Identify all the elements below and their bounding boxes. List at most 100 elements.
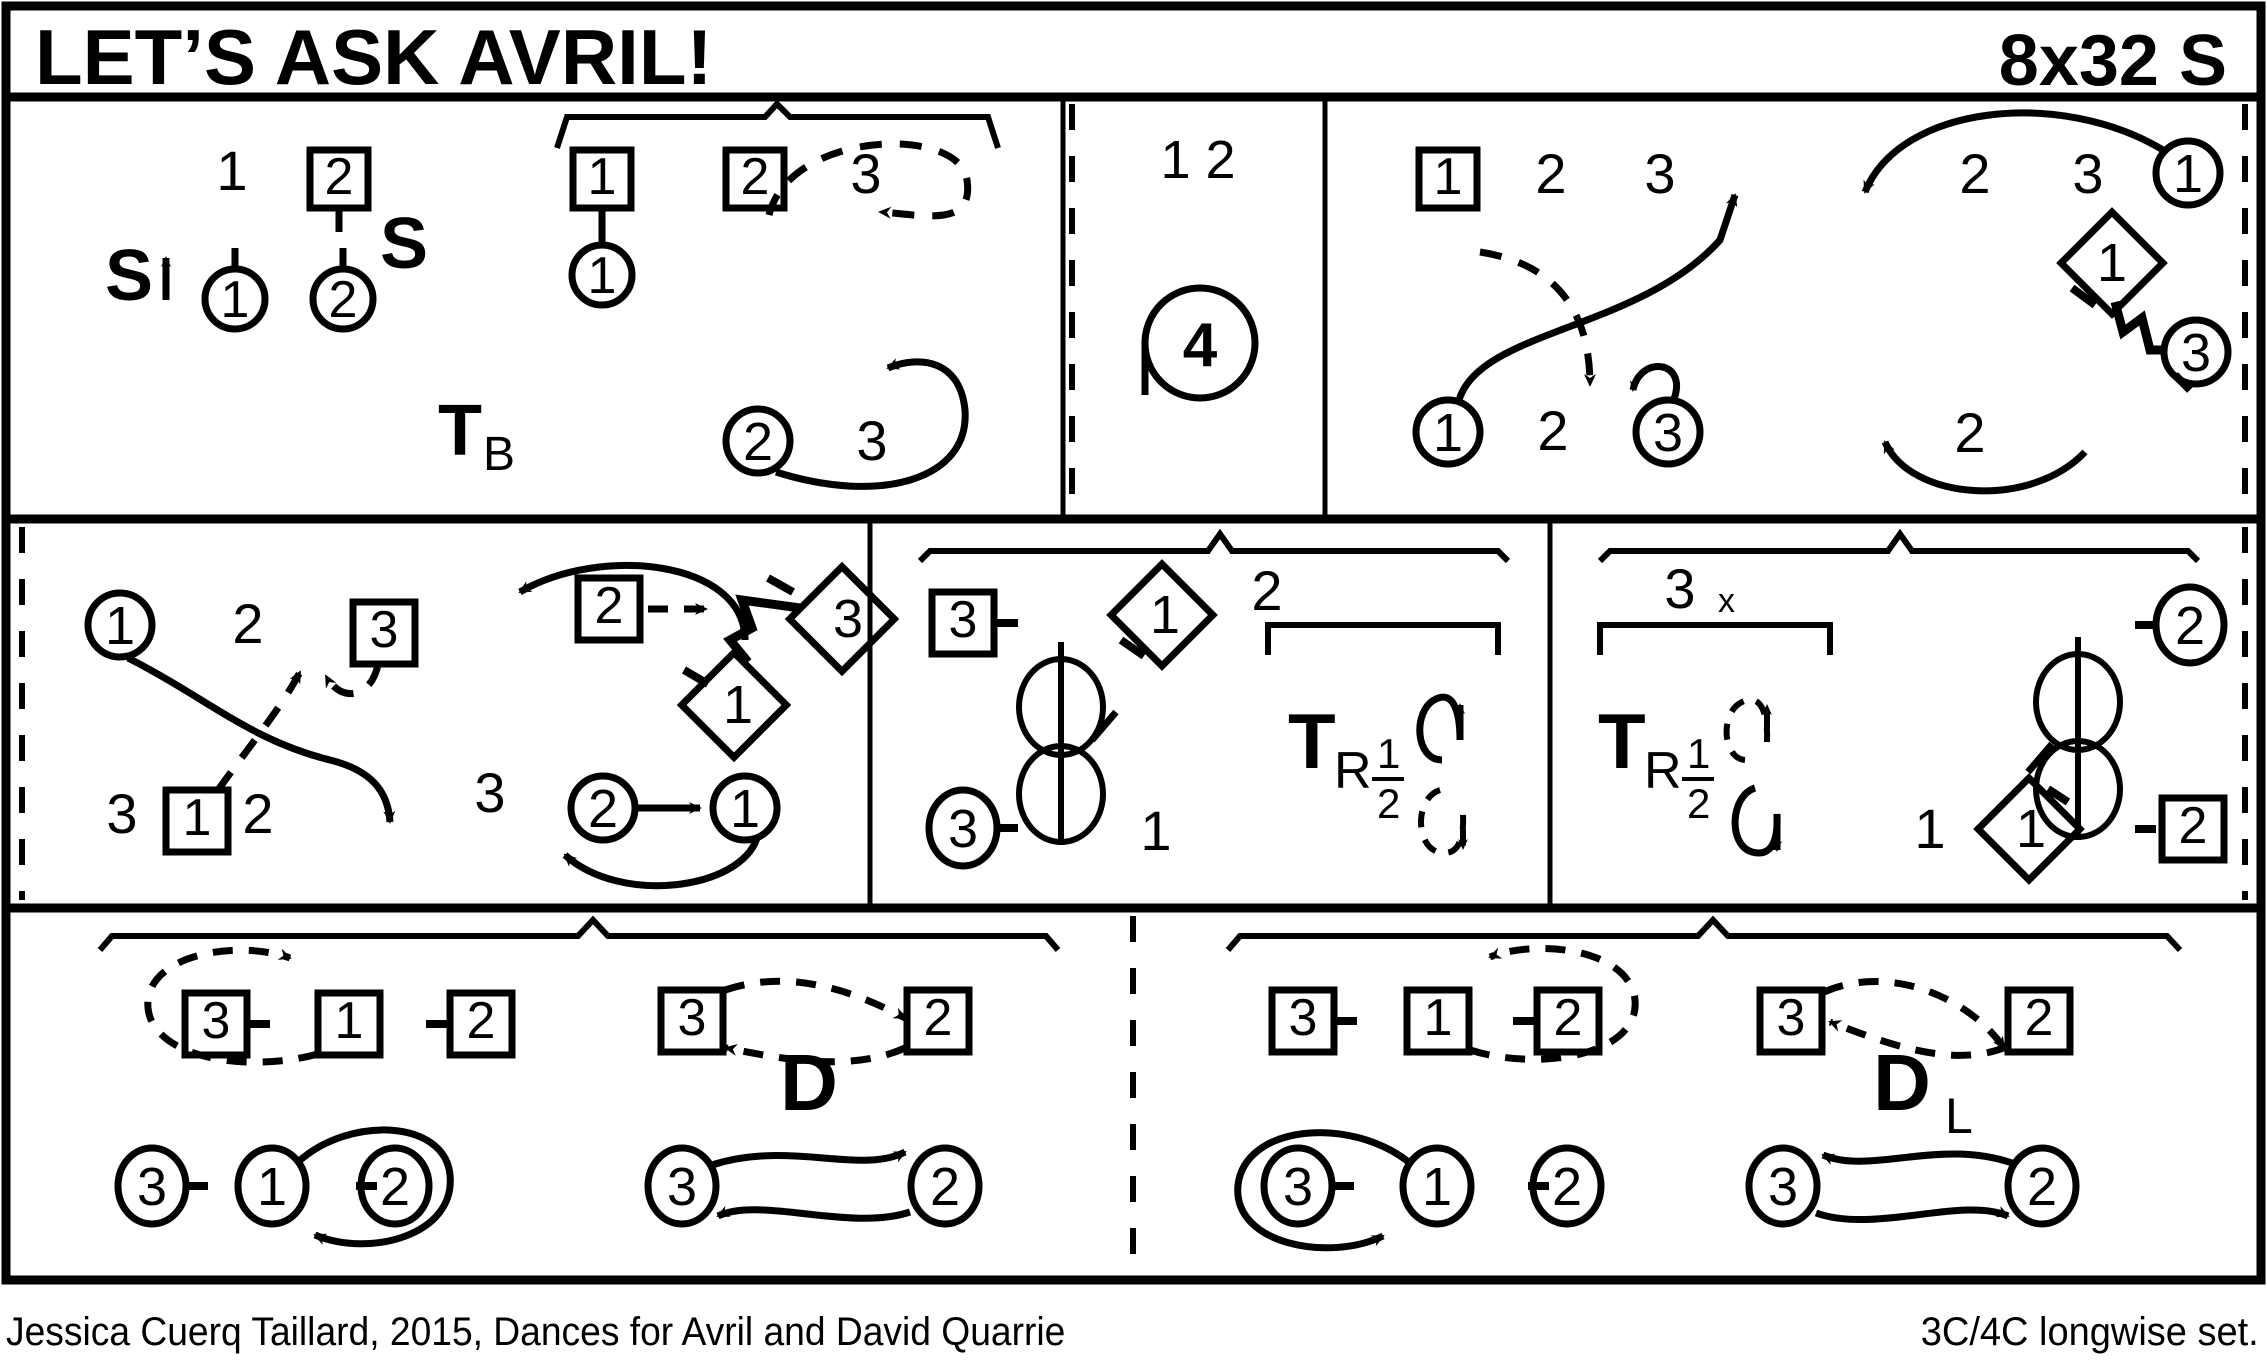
token-man-1-square: 1: [314, 989, 384, 1059]
svg-text:2: 2: [2025, 989, 2054, 1047]
token-3-circle: 3: [2160, 316, 2232, 393]
r3-panel-b-left: 3 1 2 3 1: [1234, 944, 1639, 1252]
solid-path-arrow-icon: [1416, 693, 1465, 764]
figure-eight-icon: [2025, 637, 2123, 840]
sub-bracket-label: 3: [1664, 557, 1695, 620]
svg-text:3: 3: [2181, 323, 2211, 383]
turn-label: T: [1288, 697, 1336, 785]
token-woman-1-plain: 1: [1140, 799, 1171, 862]
svg-text:1: 1: [1422, 1157, 1452, 1217]
svg-text:3: 3: [1653, 403, 1683, 463]
r2-panel-d: 3 x T R 1 2 1 1: [1597, 528, 2228, 885]
token-man-2-square: 2: [1513, 986, 1603, 1056]
svg-text:1: 1: [723, 675, 753, 735]
turn-frac-den: 2: [1377, 780, 1400, 827]
token-woman-2-circle: 2: [1528, 1144, 1605, 1228]
dashed-path-arrow-icon: [1723, 696, 1772, 763]
token-woman-1-circle: 1: [568, 232, 636, 309]
bars-label: 1 2: [1160, 130, 1235, 190]
token-man-3-plain: 3: [2072, 142, 2103, 205]
token-woman-1-circle: 1: [234, 1144, 310, 1228]
set-label-left: S: [105, 236, 153, 316]
token-woman-1-circle: 1: [709, 772, 781, 844]
solid-path-arrow-icon: [518, 561, 749, 641]
token-woman-3-circle: 3: [114, 1144, 208, 1228]
token-man-3-plain: 3: [106, 782, 137, 845]
r3-panel-a-left: 3 1 2 3 1: [114, 946, 516, 1248]
hand-link-icon: [2110, 300, 2167, 355]
token-woman-3-circle: 3: [925, 786, 1018, 870]
token-woman-2-plain: 2: [1537, 399, 1568, 462]
figure-eight-icon: [1016, 642, 1119, 845]
set-line: 3C/4C longwise set.: [1921, 1310, 2259, 1354]
dashed-path-arrow-icon: [1468, 944, 1639, 1063]
r3-bracket-left: [97, 915, 1061, 952]
svg-text:1: 1: [183, 789, 212, 847]
r1-panel-a: 1 2 1 2 S S: [105, 139, 428, 333]
token-woman-3-square: 3: [349, 598, 419, 668]
token-1-diamond: 1: [1106, 559, 1218, 671]
credit-line: Jessica Cuerq Taillard, 2015, Dances for…: [6, 1310, 1066, 1354]
figure-label: D: [780, 1038, 838, 1127]
token-man-1-square: 1: [162, 786, 232, 856]
svg-text:3: 3: [1289, 989, 1318, 1047]
r1-panel-e: 2 3 1 2 1 3: [1861, 109, 2232, 495]
figure-sublabel: L: [1945, 1088, 1973, 1144]
token-man-2-square: 2: [2135, 794, 2228, 864]
svg-text:3: 3: [833, 589, 863, 649]
sub-bracket-icon: [1597, 622, 1833, 655]
turn-frac-num: 1: [1377, 730, 1400, 777]
token-man-2-square: 2: [2004, 986, 2074, 1056]
token-man-1-plain: 1: [216, 139, 247, 202]
svg-text:2: 2: [380, 1157, 410, 1217]
turn-sublabel: B: [483, 428, 515, 481]
token-woman-2-plain: 2: [232, 592, 263, 655]
svg-text:2: 2: [595, 577, 624, 635]
token-woman-3-circle: 3: [1632, 396, 1704, 468]
svg-text:1: 1: [257, 1157, 287, 1217]
svg-text:2: 2: [930, 1157, 960, 1217]
svg-text:1: 1: [1424, 989, 1453, 1047]
token-woman-1-circle: 1: [1399, 1144, 1475, 1228]
token-woman-2-circle: 2: [309, 248, 377, 333]
dashed-path-arrow-icon: [215, 664, 382, 793]
svg-text:2: 2: [2175, 596, 2205, 656]
solid-path-arrow-icon: [1455, 193, 1739, 402]
svg-text:1: 1: [1433, 403, 1463, 463]
frame-borders: [1, 1, 2266, 1285]
svg-text:1: 1: [588, 148, 617, 206]
r3-panel-a-right: 3 2 D 3 2: [644, 977, 983, 1228]
sideline-dashes: [19, 104, 2248, 1272]
solid-path-arrow-icon: [1629, 363, 1680, 401]
bar-bracket-icon: [554, 99, 1001, 149]
r2-panel-a: 1 2 3 3 1 2: [84, 589, 419, 856]
token-man-3-square: 3: [1268, 986, 1357, 1056]
svg-text:3: 3: [202, 992, 231, 1050]
svg-text:3: 3: [949, 591, 978, 649]
svg-text:1: 1: [1434, 148, 1463, 206]
token-1-diamond: 1: [1973, 773, 2085, 885]
token-woman-2-circle: 2: [2135, 583, 2228, 667]
svg-text:1: 1: [1150, 585, 1180, 645]
svg-text:2: 2: [467, 992, 496, 1050]
svg-text:1: 1: [2173, 144, 2203, 204]
bar-bracket-icon: [1597, 528, 2201, 564]
token-man-2-square: 2: [574, 574, 644, 644]
solid-path-arrow-icon: [126, 654, 396, 824]
token-man-2-square: 2: [722, 146, 788, 212]
solid-path-arrow-icon: [710, 1148, 912, 1222]
solid-path-arrow-icon: [295, 1126, 454, 1248]
r1-panel-b: 1 2 3 1 2 3: [438, 99, 1001, 490]
turn-frac-num: 1: [1687, 730, 1710, 777]
svg-text:4: 4: [1183, 311, 1218, 380]
solid-path-arrow-icon: [1861, 109, 2165, 194]
svg-text:3: 3: [370, 601, 399, 659]
token-man-3-square: 3: [928, 588, 1018, 658]
token-1-diamond: 1: [2056, 207, 2168, 319]
svg-text:2: 2: [2027, 1157, 2057, 1217]
token-woman-2-circle: 2: [722, 405, 794, 477]
solid-path-arrow-icon: [1731, 784, 1782, 857]
token-woman-3-circle: 3: [1745, 1144, 1821, 1228]
token-man-2-plain: 2: [242, 782, 273, 845]
r3-panel-b-right: 3 2 D L 3 2: [1745, 978, 2080, 1228]
